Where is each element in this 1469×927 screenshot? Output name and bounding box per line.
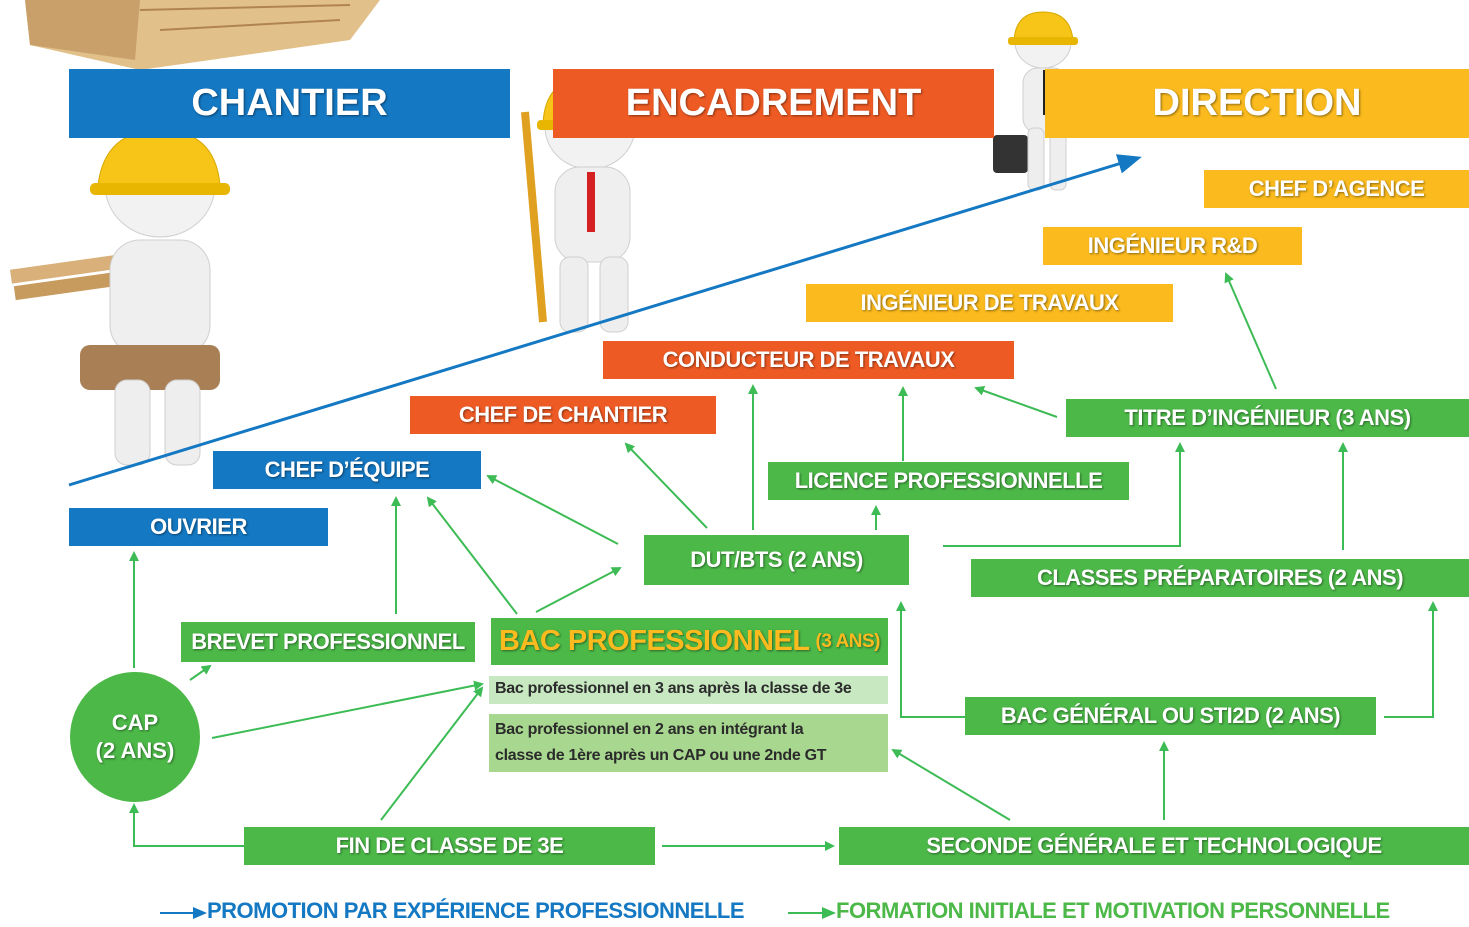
- career-chef-equipe: CHEF D’ÉQUIPE: [213, 451, 481, 489]
- header-direction: DIRECTION: [1045, 69, 1469, 138]
- promotion-arrow: [68, 154, 1142, 487]
- header-chantier: CHANTIER: [69, 69, 510, 138]
- formation-classes-prepa: CLASSES PRÉPARATOIRES (2 ANS): [971, 559, 1469, 597]
- wood-planks-icon: [25, 0, 380, 70]
- legend-promotion: PROMOTION PAR EXPÉRIENCE PROFESSIONNELLE: [207, 898, 745, 923]
- formation-cap: CAP (2 ANS): [70, 672, 200, 802]
- bac-pro-duration: (3 ANS): [815, 630, 881, 652]
- director-with-briefcase-icon: [993, 11, 1078, 191]
- bac-pro-note-3ans: Bac professionnel en 3 ans après la clas…: [489, 676, 888, 704]
- career-ouvrier: OUVRIER: [69, 508, 328, 546]
- formation-dut-bts: DUT/BTS (2 ANS): [644, 535, 909, 585]
- career-ingenieur-rd: INGÉNIEUR R&D: [1043, 227, 1302, 265]
- header-encadrement: ENCADREMENT: [553, 69, 994, 138]
- career-chef-chantier: CHEF DE CHANTIER: [410, 396, 716, 434]
- formation-licence-pro: LICENCE PROFESSIONNELLE: [768, 462, 1129, 500]
- worker-with-planks-icon: [10, 129, 230, 466]
- bac-pro-note-2ans: Bac professionnel en 2 ans en intégrant …: [489, 714, 888, 772]
- bac-pro-note-2ans-line1: Bac professionnel en 2 ans en intégrant …: [495, 721, 804, 738]
- career-conducteur-travaux: CONDUCTEUR DE TRAVAUX: [603, 341, 1014, 379]
- formation-seconde-gt: SECONDE GÉNÉRALE ET TECHNOLOGIQUE: [839, 827, 1469, 865]
- career-ingenieur-travaux: INGÉNIEUR DE TRAVAUX: [806, 284, 1173, 322]
- formation-brevet-pro: BREVET PROFESSIONNEL: [181, 622, 475, 662]
- cap-label: CAP: [111, 710, 159, 735]
- formation-fin-3e: FIN DE CLASSE DE 3e: [244, 827, 655, 865]
- formation-bac-general: BAC Général ou STI2D (2 ANS): [965, 697, 1376, 735]
- cap-duration: (2 ANS): [95, 738, 175, 763]
- bac-pro-note-2ans-line2: classe de 1ère après un CAP ou une 2nde …: [495, 747, 827, 764]
- formation-arrows: [129, 272, 1438, 851]
- formation-bac-pro: BAC PROFESSIONNEL (3 ANS): [491, 618, 888, 665]
- career-chef-agence: CHEF D’AGENCE: [1204, 170, 1469, 208]
- legend-formation: FORMATION INITIALE ET MOTIVATION PERSONN…: [836, 898, 1390, 923]
- bac-pro-title: BAC PROFESSIONNEL: [499, 625, 810, 657]
- formation-titre-ingenieur: TITRE D’INGÉNIEUR (3 ANS): [1066, 399, 1469, 437]
